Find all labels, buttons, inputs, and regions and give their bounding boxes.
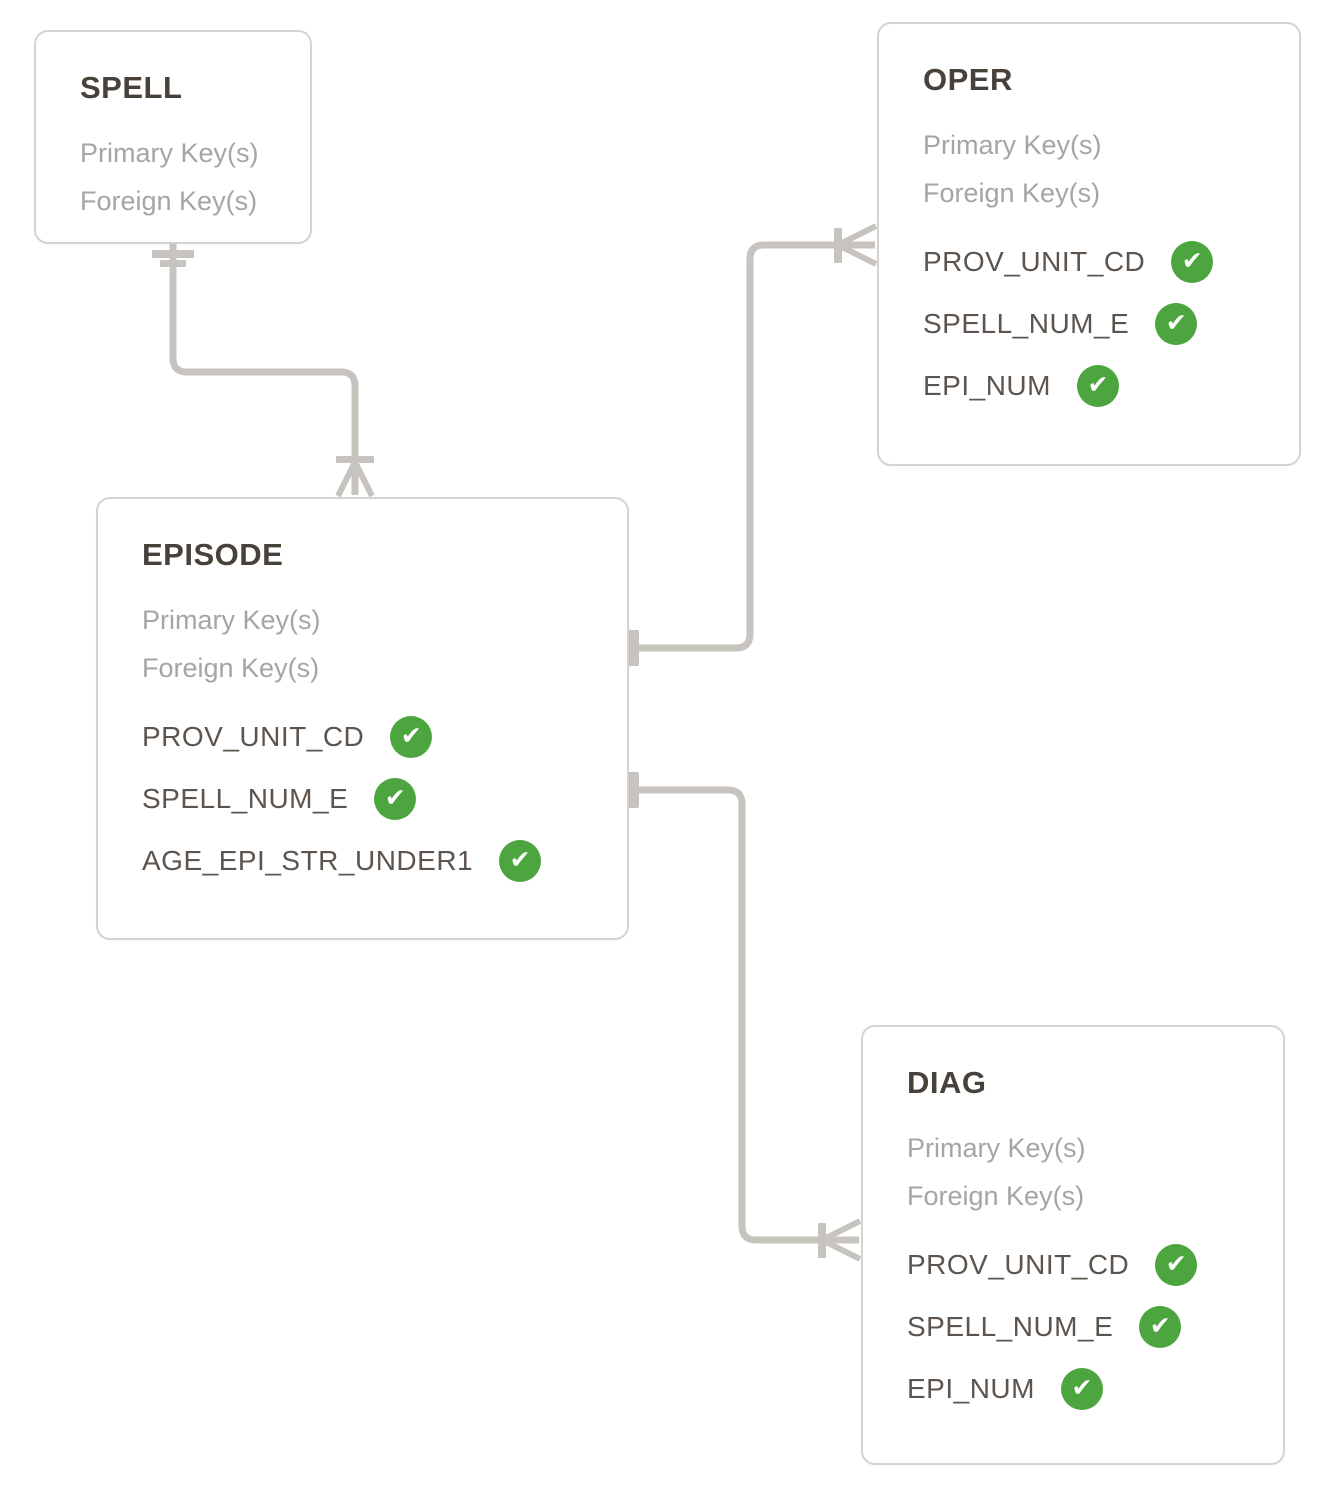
field-row: SPELL_NUM_E ✔ [923, 302, 1299, 346]
field-name: AGE_EPI_STR_UNDER1 [142, 845, 474, 876]
check-icon: ✔ [1139, 1306, 1182, 1348]
field-name: PROV_UNIT_CD [907, 1249, 1130, 1280]
entity-diag[interactable]: DIAG Primary Key(s) Foreign Key(s) PROV_… [861, 1025, 1285, 1465]
field-row: SPELL_NUM_E ✔ [907, 1305, 1283, 1349]
entity-title: OPER [923, 62, 1013, 97]
check-icon: ✔ [1076, 365, 1119, 407]
connector-spell-episode [152, 244, 375, 498]
connector-episode-oper [626, 223, 878, 666]
foreign-key-label: Foreign Key(s) [142, 653, 320, 683]
cardinality-one-bar [336, 456, 374, 463]
field-name: SPELL_NUM_E [923, 308, 1130, 339]
cardinality-one-bar [152, 250, 194, 258]
field-name: SPELL_NUM_E [907, 1311, 1114, 1342]
check-icon: ✔ [374, 778, 417, 820]
crow-foot-icon [820, 1218, 862, 1262]
cardinality-one-bar [626, 630, 639, 666]
entity-title: EPISODE [142, 537, 284, 572]
field-row: SPELL_NUM_E ✔ [142, 777, 627, 821]
cardinality-one-bar [626, 772, 639, 808]
check-icon: ✔ [1171, 241, 1214, 283]
entity-title: SPELL [80, 70, 183, 105]
check-icon: ✔ [1155, 303, 1198, 345]
field-row: PROV_UNIT_CD ✔ [923, 240, 1299, 284]
entity-oper[interactable]: OPER Primary Key(s) Foreign Key(s) PROV_… [877, 22, 1301, 466]
entity-episode[interactable]: EPISODE Primary Key(s) Foreign Key(s) PR… [96, 497, 629, 940]
field-row: EPI_NUM ✔ [907, 1367, 1283, 1411]
primary-key-label: Primary Key(s) [142, 605, 321, 635]
field-name: PROV_UNIT_CD [923, 246, 1146, 277]
foreign-key-label: Foreign Key(s) [907, 1181, 1085, 1211]
field-row: AGE_EPI_STR_UNDER1 ✔ [142, 839, 627, 883]
entity-title: DIAG [907, 1065, 987, 1100]
field-name: EPI_NUM [923, 370, 1051, 401]
check-icon: ✔ [1060, 1368, 1103, 1410]
field-row: EPI_NUM ✔ [923, 364, 1299, 408]
entity-spell[interactable]: SPELL Primary Key(s) Foreign Key(s) [34, 30, 312, 244]
check-icon: ✔ [390, 716, 433, 758]
check-icon: ✔ [499, 840, 542, 882]
field-row: PROV_UNIT_CD ✔ [142, 715, 627, 759]
primary-key-label: Primary Key(s) [80, 138, 259, 168]
field-name: SPELL_NUM_E [142, 783, 349, 814]
cardinality-one-bar [160, 260, 186, 267]
field-name: EPI_NUM [907, 1373, 1035, 1404]
primary-key-label: Primary Key(s) [907, 1133, 1086, 1163]
check-icon: ✔ [1155, 1244, 1198, 1286]
foreign-key-label: Foreign Key(s) [923, 178, 1101, 208]
foreign-key-label: Foreign Key(s) [80, 186, 258, 216]
field-row: PROV_UNIT_CD ✔ [907, 1243, 1283, 1287]
connector-episode-diag [626, 772, 862, 1262]
crow-foot-icon [335, 460, 375, 498]
field-name: PROV_UNIT_CD [142, 721, 365, 752]
crow-foot-icon [836, 223, 878, 267]
primary-key-label: Primary Key(s) [923, 130, 1102, 160]
